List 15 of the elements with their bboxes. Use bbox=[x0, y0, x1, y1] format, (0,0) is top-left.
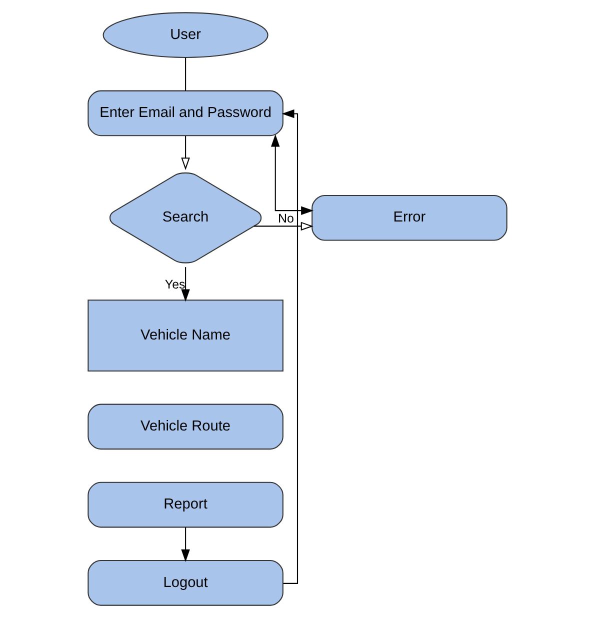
connector bbox=[184, 58, 186, 91]
node-box: Logout bbox=[87, 560, 283, 606]
arrow bbox=[180, 267, 190, 302]
arrow bbox=[180, 527, 190, 562]
edge-label: No bbox=[278, 212, 294, 226]
node-box: Vehicle Name bbox=[87, 300, 283, 372]
edge-label: Yes bbox=[164, 277, 185, 292]
node-box: Vehicle Route bbox=[87, 404, 283, 450]
node-box: Report bbox=[87, 482, 283, 528]
arrow bbox=[253, 222, 313, 231]
node-box: Error bbox=[311, 194, 507, 241]
arrow bbox=[270, 134, 314, 215]
arrow bbox=[180, 136, 190, 170]
node-box: Enter Email and Password bbox=[87, 90, 283, 136]
node-ellipse: User bbox=[102, 12, 268, 58]
